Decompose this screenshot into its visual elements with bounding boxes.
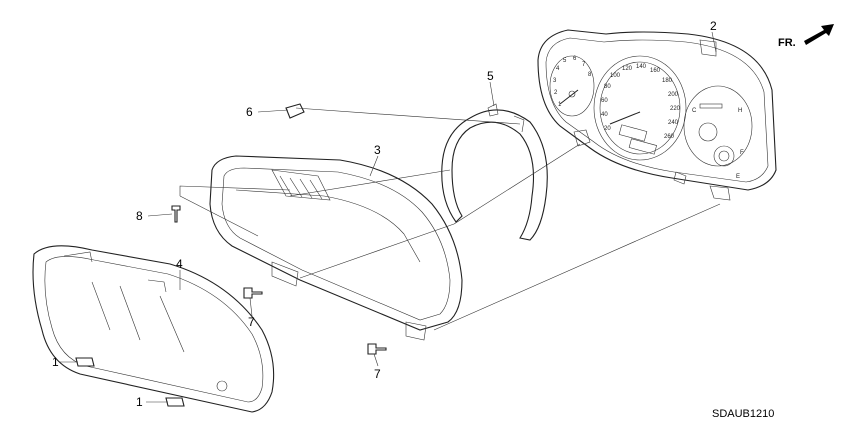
tach-scale-5: 5 <box>563 58 567 64</box>
gasket-ring <box>441 103 548 241</box>
tach-scale-3: 3 <box>553 78 557 84</box>
tach-scale-2: 2 <box>554 90 558 96</box>
speed-scale-160: 160 <box>650 68 661 74</box>
gauge-mark-c: C <box>692 108 697 114</box>
callout-4: 4 <box>176 257 183 271</box>
lens-cover <box>32 245 275 413</box>
speed-scale-20: 20 <box>604 126 611 132</box>
callouts: 1 1 2 3 4 5 6 7 7 8 <box>52 19 717 409</box>
callout-1-lower: 1 <box>136 395 143 409</box>
speed-scale-40: 40 <box>601 112 608 118</box>
meter-case <box>209 155 463 341</box>
callout-5: 5 <box>487 69 494 83</box>
clip-part-6 <box>285 103 305 119</box>
speed-scale-140: 140 <box>636 64 647 70</box>
speed-scale-100: 100 <box>610 73 621 79</box>
callout-3: 3 <box>374 143 381 157</box>
tach-scale-1: 1 <box>558 102 562 108</box>
leader-lines <box>60 31 721 403</box>
screw-part-8 <box>171 205 181 223</box>
callout-2: 2 <box>710 19 717 33</box>
callout-1-upper: 1 <box>52 355 59 369</box>
pad-part-1-upper <box>75 357 95 367</box>
speed-scale-220: 220 <box>670 106 681 112</box>
pad-part-1-lower <box>165 397 185 407</box>
front-direction-indicator: FR. <box>778 24 834 49</box>
screw-part-7-upper <box>243 287 263 299</box>
gauge-mark-h: H <box>738 108 742 114</box>
gauge-mark-f: F <box>740 150 744 156</box>
callout-8: 8 <box>136 209 143 223</box>
speed-scale-180: 180 <box>662 78 673 84</box>
speed-scale-240: 240 <box>668 120 679 126</box>
front-arrow-icon <box>804 24 834 45</box>
diagram-code: SDAUB1210 <box>712 408 774 420</box>
speed-scale-80: 80 <box>604 84 611 90</box>
tach-scale-7: 7 <box>582 62 586 68</box>
gauge-mark-e: E <box>736 174 740 180</box>
speed-scale-260: 260 <box>664 134 675 140</box>
tach-scale-4: 4 <box>556 66 560 72</box>
speed-scale-60: 60 <box>601 98 608 104</box>
callout-7-lower: 7 <box>374 367 381 381</box>
speed-scale-120: 120 <box>622 66 633 72</box>
front-label: FR. <box>778 37 796 49</box>
meter-assembly: 1 2 3 4 5 6 7 8 20 40 60 80 100 120 140 … <box>537 29 777 201</box>
tach-scale-6: 6 <box>573 56 577 62</box>
tach-scale-8: 8 <box>588 72 592 78</box>
callout-7-upper: 7 <box>248 315 255 329</box>
callout-6: 6 <box>246 105 253 119</box>
screw-part-7-lower <box>367 343 387 355</box>
speed-scale-200: 200 <box>668 92 679 98</box>
